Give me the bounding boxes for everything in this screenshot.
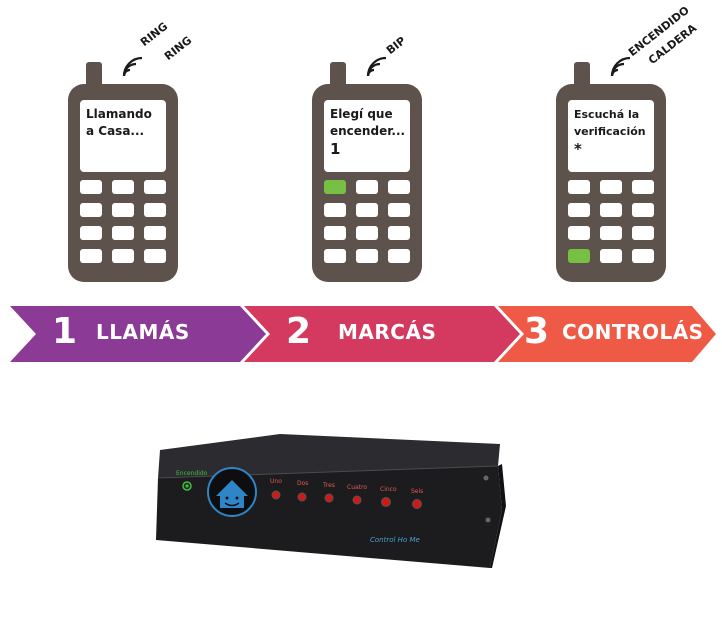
key <box>324 203 346 217</box>
phone-body: Elegí que encender... 1 <box>312 84 422 282</box>
key <box>80 226 102 240</box>
key <box>80 249 102 263</box>
signal-text: RING <box>137 19 171 49</box>
signal-text: RING <box>161 33 195 63</box>
screen-line: Elegí que <box>330 107 393 121</box>
phone-body: Escuchá la verificación * <box>556 84 666 282</box>
phone-screen: Elegí que encender... 1 <box>324 100 410 172</box>
screen-line: a Casa... <box>86 124 145 138</box>
screen-line: Escuchá la <box>574 108 640 121</box>
key <box>600 226 622 240</box>
channel-label: Tres <box>323 482 335 489</box>
key <box>112 249 134 263</box>
key-lit <box>324 180 346 194</box>
key <box>568 180 590 194</box>
channel-label: Uno <box>270 478 282 485</box>
key <box>600 180 622 194</box>
phone-screen: Llamando a Casa... <box>80 100 166 172</box>
house-logo-icon <box>207 467 257 517</box>
step-label: MARCÁS <box>338 320 437 344</box>
device-top <box>158 434 500 478</box>
power-label: Encendido <box>176 470 208 477</box>
step-number: 1 <box>52 311 78 352</box>
step-label: CONTROLÁS <box>562 320 704 344</box>
channel-label: Dos <box>297 480 309 487</box>
key <box>144 249 166 263</box>
keypad <box>324 180 410 263</box>
key <box>80 180 102 194</box>
keypad <box>80 180 166 263</box>
screen-value: * <box>574 140 582 158</box>
key <box>144 226 166 240</box>
channel-label: Cinco <box>380 486 397 493</box>
key <box>324 249 346 263</box>
key <box>144 203 166 217</box>
key <box>356 203 378 217</box>
step-arrow-2 <box>244 306 520 362</box>
key <box>112 180 134 194</box>
key <box>112 226 134 240</box>
screen-line: Llamando <box>86 107 152 121</box>
key <box>568 226 590 240</box>
key <box>356 180 378 194</box>
channel-label: Cuatro <box>347 484 368 491</box>
key <box>388 249 410 263</box>
phone-step-1: Llamando a Casa... <box>68 62 178 282</box>
key <box>600 203 622 217</box>
steps-banner <box>10 306 716 362</box>
control-device <box>156 434 506 568</box>
screen-line: encender... <box>330 124 406 138</box>
key <box>324 226 346 240</box>
key <box>112 203 134 217</box>
keypad <box>568 180 654 263</box>
key <box>388 180 410 194</box>
key-lit <box>568 249 590 263</box>
key <box>632 249 654 263</box>
step-number: 3 <box>524 311 550 352</box>
key <box>356 249 378 263</box>
channel-leds <box>271 490 422 509</box>
signal-waves-icon <box>122 56 143 77</box>
phone-screen: Escuchá la verificación * <box>568 100 654 172</box>
key <box>568 203 590 217</box>
phone-antenna <box>330 62 346 88</box>
phone-body: Llamando a Casa... <box>68 84 178 282</box>
key <box>600 249 622 263</box>
step-arrow-3 <box>498 306 716 362</box>
key <box>80 203 102 217</box>
channel-label: Seis <box>411 488 424 495</box>
step-arrow-1 <box>10 306 266 362</box>
key <box>144 180 166 194</box>
key <box>632 203 654 217</box>
device-side <box>490 464 506 568</box>
step-label: LLAMÁS <box>96 320 190 344</box>
screen-line: verificación <box>574 125 646 138</box>
step-number: 2 <box>286 311 312 352</box>
screen-value: 1 <box>330 140 341 158</box>
signal-waves-icon <box>366 56 387 77</box>
signal-waves-icon <box>610 56 631 77</box>
phone-step-3: Escuchá la verificación * <box>556 62 666 282</box>
key <box>356 226 378 240</box>
key <box>388 203 410 217</box>
key <box>388 226 410 240</box>
phone-step-2: Elegí que encender... 1 <box>312 62 422 282</box>
brand-label: Control Ho Me <box>370 536 420 544</box>
key <box>632 226 654 240</box>
key <box>632 180 654 194</box>
phone-antenna <box>86 62 102 88</box>
phone-antenna <box>574 62 590 88</box>
